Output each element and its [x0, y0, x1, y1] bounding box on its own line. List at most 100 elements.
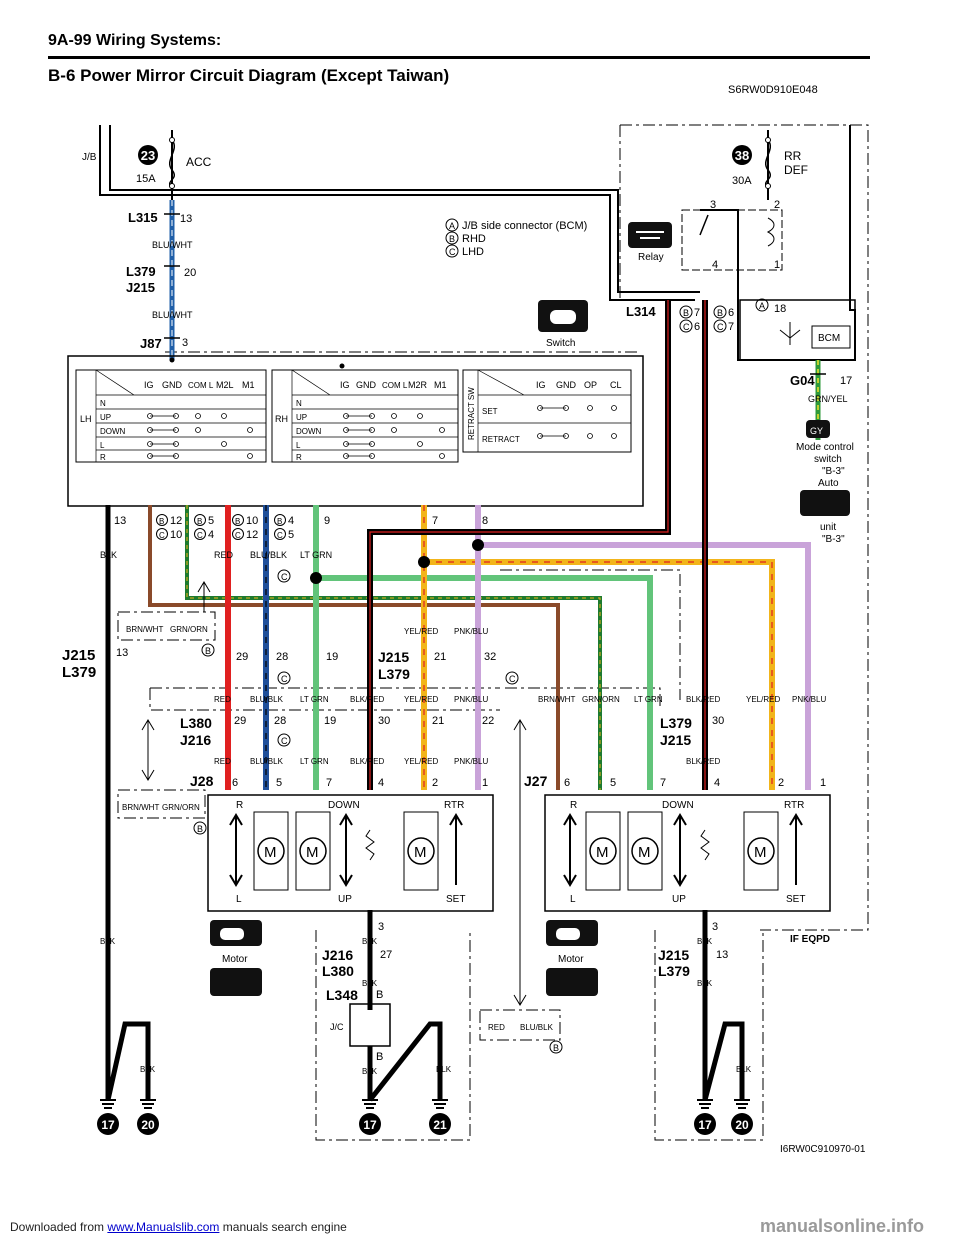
j27-motor-block: J27 6 5 7 4 2 1 M M M R L DOWN UP RTR SE…: [524, 773, 831, 912]
svg-text:Auto: Auto: [818, 478, 839, 489]
svg-text:UP: UP: [296, 413, 307, 422]
svg-text:YEL/RED: YEL/RED: [746, 695, 780, 704]
svg-text:7: 7: [432, 515, 438, 527]
svg-text:YEL/RED: YEL/RED: [404, 757, 438, 766]
j28-motor-block: J28 6 5 7 4 2 1 M M M R L DOWN UP RTR SE…: [190, 773, 494, 912]
svg-text:BLK: BLK: [697, 979, 713, 988]
svg-text:RED: RED: [488, 1023, 505, 1032]
svg-text:B: B: [197, 824, 203, 834]
switch-pin-labels: 13 9 7 8 B 12 C 10 B 5 C 4 B 10 C 12 B 4…: [100, 514, 488, 583]
svg-text:M: M: [596, 844, 609, 861]
svg-text:13: 13: [114, 515, 126, 527]
svg-text:PNK/BLU: PNK/BLU: [454, 695, 488, 704]
svg-text:C: C: [281, 572, 288, 582]
svg-text:M2L: M2L: [216, 380, 234, 390]
svg-text:L379: L379: [62, 664, 96, 681]
svg-text:30: 30: [712, 715, 724, 727]
svg-text:LT GRN: LT GRN: [300, 757, 329, 766]
svg-text:C: C: [235, 531, 241, 540]
svg-text:COM L: COM L: [188, 381, 214, 390]
svg-text:Motor: Motor: [222, 954, 248, 965]
svg-text:B: B: [376, 989, 383, 1001]
svg-text:BLK: BLK: [697, 937, 713, 946]
svg-text:3: 3: [712, 921, 718, 933]
svg-text:BLK: BLK: [100, 550, 117, 560]
svg-text:4: 4: [714, 777, 720, 789]
svg-text:PNK/BLU: PNK/BLU: [792, 695, 826, 704]
svg-text:B: B: [449, 234, 455, 244]
svg-text:J/C: J/C: [330, 1022, 344, 1032]
svg-text:B: B: [683, 308, 689, 318]
svg-text:R: R: [236, 800, 243, 811]
svg-text:4: 4: [288, 515, 294, 527]
manualslib-link[interactable]: www.Manualslib.com: [107, 1220, 220, 1234]
motor-icons: Motor Motor: [210, 920, 598, 996]
svg-text:19: 19: [326, 651, 338, 663]
svg-text:C: C: [449, 247, 456, 257]
svg-text:3: 3: [710, 199, 716, 211]
relay-label: Relay: [638, 252, 664, 263]
svg-text:L379: L379: [126, 264, 156, 279]
svg-text:J216: J216: [322, 947, 353, 963]
svg-text:LT GRN: LT GRN: [300, 550, 332, 560]
svg-text:BLU/BLK: BLU/BLK: [250, 550, 287, 560]
svg-text:unit: unit: [820, 522, 836, 533]
svg-text:5: 5: [288, 529, 294, 541]
svg-text:7: 7: [326, 777, 332, 789]
svg-text:RH: RH: [275, 414, 288, 424]
svg-text:PNK/BLU: PNK/BLU: [454, 627, 488, 636]
svg-text:RHD: RHD: [462, 233, 486, 245]
svg-text:C: C: [509, 674, 516, 684]
ground-symbols: 17 20 17 21 17 20: [97, 1099, 753, 1135]
svg-text:J215: J215: [658, 947, 689, 963]
svg-text:COM L: COM L: [382, 381, 408, 390]
svg-text:YEL/RED: YEL/RED: [404, 695, 438, 704]
svg-text:M: M: [264, 844, 277, 861]
svg-text:SET: SET: [786, 894, 805, 905]
svg-text:IF EQPD: IF EQPD: [790, 934, 830, 945]
svg-text:L348: L348: [326, 987, 358, 1003]
svg-text:BLU/BLK: BLU/BLK: [520, 1023, 554, 1032]
j216-connector: L380 J216 29 28 19 30 21 22 C L379 J215 …: [180, 715, 724, 766]
svg-text:9: 9: [324, 515, 330, 527]
svg-text:UP: UP: [672, 894, 686, 905]
svg-text:L: L: [100, 441, 105, 450]
svg-text:BRN/WHT: BRN/WHT: [122, 803, 159, 812]
footer-download-text: Downloaded from www.Manualslib.com manua…: [10, 1220, 347, 1234]
fuse-23-amps: 15A: [136, 173, 156, 185]
svg-text:M: M: [638, 844, 651, 861]
svg-text:M1: M1: [242, 380, 255, 390]
page-footer: Downloaded from www.Manualslib.com manua…: [0, 1214, 960, 1242]
svg-text:N: N: [296, 399, 302, 408]
svg-text:BCM: BCM: [818, 333, 840, 344]
fuse-23-number: 23: [141, 148, 155, 163]
svg-text:L: L: [236, 894, 242, 905]
svg-text:SET: SET: [446, 894, 465, 905]
svg-text:RED: RED: [214, 695, 231, 704]
svg-text:10: 10: [246, 515, 258, 527]
svg-text:M: M: [754, 844, 767, 861]
figure-code: I6RW0C910970-01: [780, 1144, 866, 1155]
svg-text:UP: UP: [338, 894, 352, 905]
wire-label-blu-wht-1: BLU/WHT: [152, 240, 193, 250]
svg-text:UP: UP: [100, 413, 111, 422]
svg-text:2: 2: [774, 199, 780, 211]
mode-control-line1: Mode control: [796, 442, 854, 453]
svg-text:L379: L379: [658, 963, 690, 979]
svg-text:Motor: Motor: [558, 954, 584, 965]
svg-text:J215: J215: [62, 647, 95, 664]
svg-text:12: 12: [170, 515, 182, 527]
page-header: 9A-99 Wiring Systems:: [48, 30, 870, 59]
svg-text:R: R: [296, 453, 302, 462]
svg-text:27: 27: [380, 949, 392, 961]
svg-text:GND: GND: [556, 380, 577, 390]
svg-text:6: 6: [728, 307, 734, 319]
svg-text:19: 19: [324, 715, 336, 727]
svg-text:J/B side connector (BCM): J/B side connector (BCM): [462, 220, 587, 232]
svg-text:GY: GY: [810, 426, 823, 436]
svg-text:6: 6: [564, 777, 570, 789]
switch-label: Switch: [546, 338, 575, 349]
svg-text:1: 1: [482, 777, 488, 789]
svg-text:C: C: [281, 736, 288, 746]
svg-text:L379: L379: [378, 666, 410, 682]
